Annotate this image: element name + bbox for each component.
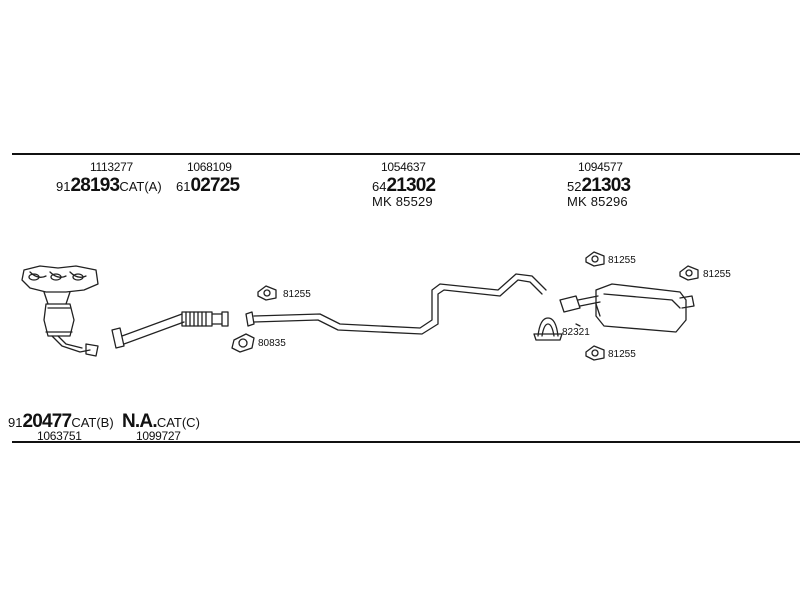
callout-clamp: 82321 [562, 327, 590, 338]
part-code-cat-b: 9120477CAT(B) [8, 411, 114, 432]
middle-pipe-part [245, 273, 547, 335]
part-ref-rear-silencer: 1094577 [578, 160, 623, 174]
bottom-divider [12, 441, 800, 443]
gasket-part [231, 333, 255, 353]
top-divider [12, 153, 800, 155]
part-ref-middle-pipe: 1054637 [381, 160, 426, 174]
part-code-middle-pipe: 6421302 [372, 175, 436, 196]
part-ref-cat-c: 1099727 [136, 429, 181, 443]
rubber-mount-front [257, 285, 277, 301]
part-code-cat-c: N.A.CAT(C) [122, 411, 200, 432]
rear-silencer-part [559, 283, 695, 333]
part-ref-front-pipe: 1068109 [187, 160, 232, 174]
part-ref-manifold-cat: 1113277 [90, 160, 133, 174]
callout-mount-front: 81255 [283, 289, 311, 300]
callout-mount-rear-right: 81255 [703, 269, 731, 280]
rubber-mount-rear-bottom [585, 345, 605, 361]
part-mk-rear-silencer: MK 85296 [567, 194, 628, 209]
callout-gasket: 80835 [258, 338, 286, 349]
callout-mount-rear-bottom: 81255 [608, 349, 636, 360]
part-mk-middle-pipe: MK 85529 [372, 194, 433, 209]
front-pipe-part [111, 311, 229, 349]
part-ref-cat-b: 1063751 [37, 429, 82, 443]
rubber-mount-rear-right [679, 265, 699, 281]
part-code-rear-silencer: 5221303 [567, 175, 631, 196]
part-code-manifold-cat: 9128193CAT(A) [56, 175, 162, 196]
callout-mount-rear-top: 81255 [608, 255, 636, 266]
manifold-catalyst-part [21, 265, 99, 357]
clamp-part [533, 317, 563, 341]
rubber-mount-rear-top [585, 251, 605, 267]
part-code-front-pipe: 6102725 [176, 175, 240, 196]
